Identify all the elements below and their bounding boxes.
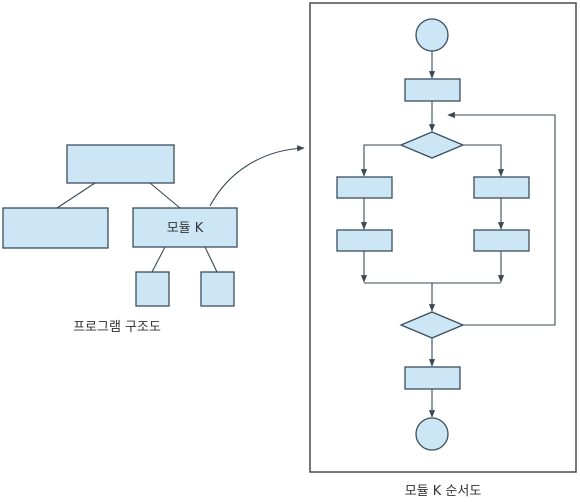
expand-arrow: [209, 145, 305, 207]
decision-diamond-2: [399, 311, 465, 339]
child-module-box-left: [135, 271, 170, 307]
left-branch-box-1: [336, 176, 393, 199]
connector-root-left: [56, 182, 96, 209]
structure-chart-caption: 프로그램 구조도: [73, 320, 161, 335]
process-box-final: [404, 366, 461, 390]
left-module-box: [2, 207, 109, 249]
end-terminal: [415, 417, 449, 451]
program-structure-chart: 모듈 K 프로그램 구조도: [2, 144, 238, 335]
connector-module-k-child-right: [204, 246, 218, 273]
loop-back-arrow: [447, 111, 556, 326]
module-k-box: [132, 207, 238, 248]
left-branch-box-2: [336, 229, 393, 252]
arrow-decision-left-branch: [360, 144, 401, 177]
flowchart-caption: 모듈 K 순서도: [405, 484, 482, 499]
right-branch-box-2: [473, 229, 530, 252]
flowchart-frame: [309, 2, 577, 473]
start-terminal: [415, 18, 449, 52]
child-module-box-right: [200, 271, 235, 307]
process-box-1: [404, 78, 461, 102]
module-k-flowchart: [309, 2, 577, 473]
arrow-decision-right-branch: [463, 144, 505, 177]
right-branch-box-1: [473, 176, 530, 199]
decision-diamond-1: [399, 131, 465, 159]
root-module-box: [66, 144, 175, 184]
connector-module-k-child-left: [151, 246, 166, 273]
module-k-label: 모듈 K: [167, 221, 204, 236]
connector-root-module-k: [149, 182, 181, 209]
